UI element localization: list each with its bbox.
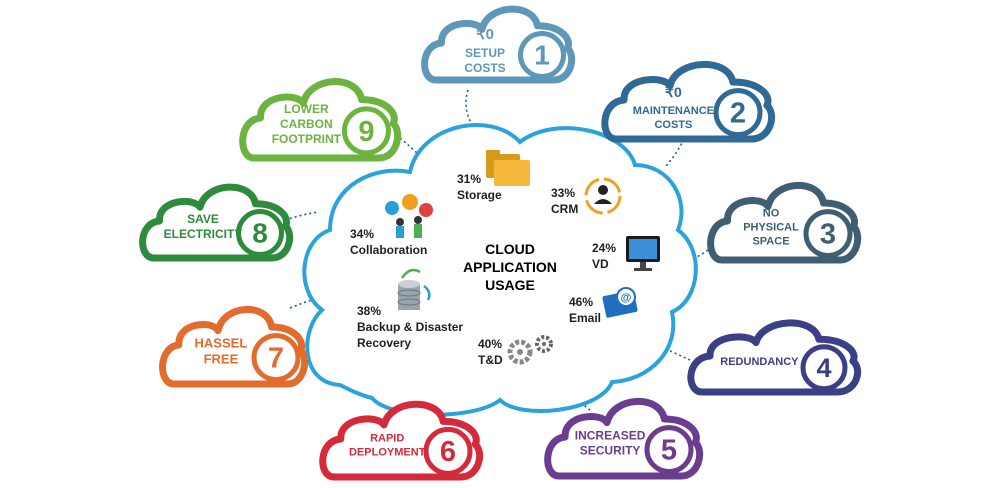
usage-item-vd: 24% VD [592,236,660,271]
benefit-number: 6 [440,436,456,468]
benefit-label-line: HASSEL [195,335,248,350]
benefit-label-line: ELECTRICITY [164,227,243,241]
usage-items: 31% Storage 33% CRM 24% VD [350,150,660,367]
benefit-number: 8 [252,218,268,249]
usage-label-vd: VD [592,257,609,271]
benefit-clouds: 1₹0SETUPCOSTS2₹0MAINTENANCECOSTS3NOPHYSI… [139,5,862,481]
benefit-label-line: SETUP [465,46,505,60]
usage-item-collaboration: 34% Collaboration [350,194,433,257]
central-cloud: CLOUD APPLICATION USAGE [302,123,698,417]
benefit-number-badge [713,88,763,138]
center-title-line-3: USAGE [485,277,535,293]
monitor-icon [626,236,660,271]
benefit-cloud-6: 6 RAPID DEPLOYMENT [319,400,484,481]
benefit-label-line: SECURITY [580,443,641,457]
email-icon: @ [602,287,638,318]
usage-label-email: Email [569,311,601,325]
usage-percent-collaboration: 34% [350,227,374,241]
benefit-label-line: NO [763,207,780,219]
benefit-label-line: SPACE [752,235,789,247]
connector-2 [665,129,689,167]
benefit-number-badge [803,209,853,259]
usage-item-email: @ 46% Email [569,287,638,325]
usage-item-storage: 31% Storage [457,150,530,202]
benefit-label-line: MAINTENANCE [633,105,714,117]
usage-label-backup-line2: Recovery [357,336,411,350]
center-title-line-2: APPLICATION [463,259,557,275]
benefit-number: 7 [268,343,284,375]
folder-icon [486,150,530,186]
benefit-cloud-4: 4 REDUNDANCY [687,319,861,396]
usage-percent-crm: 33% [551,186,575,200]
usage-percent-storage: 31% [457,172,481,186]
benefit-label-line: DEPLOYMENT [349,446,426,458]
usage-label-td: T&D [478,353,503,367]
benefit-label-line: REDUNDANCY [720,356,799,368]
benefit-number: 9 [358,116,374,148]
benefit-number: 4 [816,353,831,383]
usage-item-crm: 33% CRM [551,177,622,216]
connector-1 [465,89,475,129]
usage-percent-email: 46% [569,295,593,309]
crm-person-icon [584,177,622,215]
usage-item-td: 40% T&D [478,335,553,367]
benefit-label-line: INCREASED [575,428,646,442]
gears-icon [507,335,553,365]
benefit-number-badge [800,344,848,392]
benefit-number-badge [423,426,473,476]
benefit-label-line: SAVE [187,212,219,226]
benefit-label-line: COSTS [464,61,505,75]
usage-percent-backup: 38% [357,304,381,318]
usage-label-storage: Storage [457,188,502,202]
benefit-number: 3 [820,219,836,251]
database-backup-icon [397,268,431,310]
benefit-number-badge [251,333,301,383]
benefit-number-badge [236,209,284,258]
benefit-cost-value: ₹0 [476,26,494,43]
benefit-number: 1 [534,40,550,71]
benefit-number: 5 [661,435,677,467]
benefit-label-line: FREE [204,351,239,366]
connector-4 [651,341,691,361]
benefit-number: 2 [730,98,746,130]
benefit-cost-value: ₹0 [665,84,682,100]
svg-text:@: @ [621,292,632,304]
team-gears-icon [385,194,433,238]
benefit-label-line: COSTS [654,119,692,131]
benefit-number-badge [341,106,391,156]
usage-percent-vd: 24% [592,241,616,255]
benefit-cloud-3: 3 NO PHYSICAL SPACE [707,181,862,264]
usage-label-collaboration: Collaboration [350,243,427,257]
usage-label-backup: Backup & Disaster [357,320,463,334]
benefit-label-line: RAPID [370,432,404,444]
center-title-line-1: CLOUD [485,241,535,257]
usage-label-crm: CRM [551,202,578,216]
benefit-number-badge [518,31,566,80]
benefit-label-line: CARBON [280,117,333,131]
central-cloud-outline [302,123,698,417]
connector-8 [284,211,319,221]
benefit-label-line: PHYSICAL [743,221,799,233]
benefit-number-badge [644,425,694,475]
benefit-label-line: FOOTPRINT [272,132,342,146]
usage-percent-td: 40% [478,337,502,351]
usage-item-backup: 38% Backup & Disaster Recovery [357,268,463,350]
benefit-label-line: LOWER [284,102,329,116]
